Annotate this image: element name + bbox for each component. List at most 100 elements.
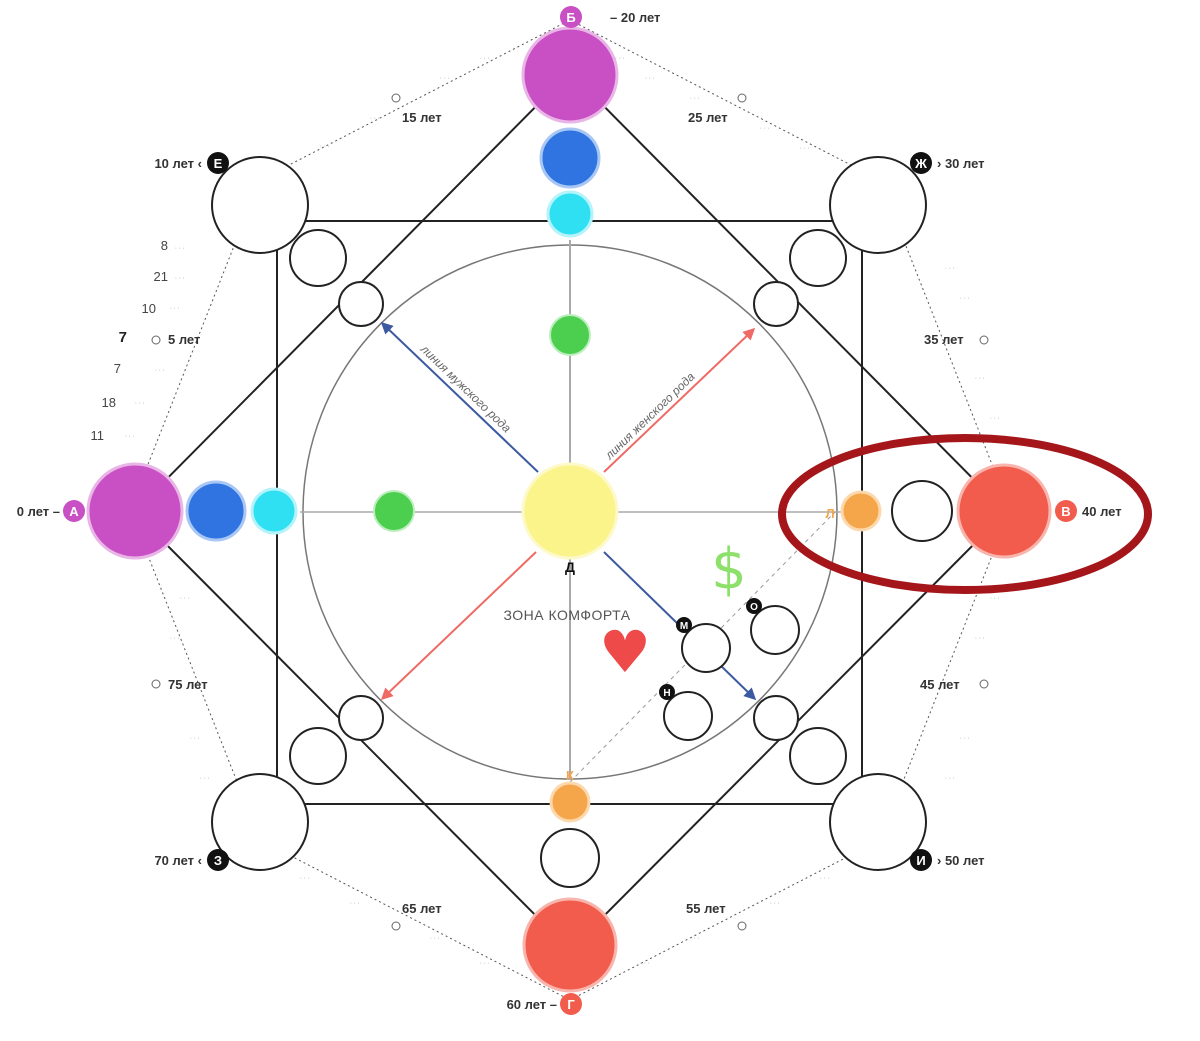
age-65: 65 лет [402, 901, 442, 916]
side-number-11: 11 [91, 428, 105, 443]
side-number-21: 21 [154, 269, 168, 284]
letter-z: З [214, 853, 222, 868]
age-35: 35 лет [924, 332, 964, 347]
bottom-white-circle [540, 828, 600, 888]
age-10: 10 лет ‹ [154, 156, 202, 171]
svg-text:∙ ∙ ∙: ∙ ∙ ∙ [820, 875, 830, 882]
corner-circles [211, 156, 927, 871]
letter-l: Л [825, 506, 834, 521]
svg-text:∙ ∙ ∙: ∙ ∙ ∙ [190, 735, 200, 742]
female-line-arrow [603, 327, 756, 473]
left-blue-circle [185, 480, 247, 542]
octagon-ticks: ∙ ∙ ∙ ∙ ∙ ∙ ∙ ∙ ∙ ∙ ∙ ∙ ∙ ∙ ∙ ∙ ∙ ∙ ∙ ∙ ∙ ∙ ∙… [125, 55, 1000, 967]
age-40: 40 лет [1082, 504, 1122, 519]
left-green-circle [373, 490, 415, 532]
svg-text:∙ ∙ ∙: ∙ ∙ ∙ [990, 595, 1000, 602]
age-markers [151, 93, 989, 931]
age-25: 25 лет [688, 110, 728, 125]
svg-text:∙ ∙ ∙: ∙ ∙ ∙ [320, 143, 330, 150]
svg-text:∙ ∙ ∙: ∙ ∙ ∙ [760, 125, 770, 132]
svg-text:∙ ∙ ∙: ∙ ∙ ∙ [170, 305, 180, 312]
letter-e: Е [214, 156, 223, 171]
inner-small-circles [663, 605, 800, 741]
letter-i: И [916, 853, 925, 868]
right-orange-circle [840, 490, 882, 532]
svg-text:∙ ∙ ∙: ∙ ∙ ∙ [690, 935, 700, 942]
letter-a: А [69, 504, 79, 519]
letter-v: В [1061, 504, 1070, 519]
svg-text:∙ ∙ ∙: ∙ ∙ ∙ [155, 367, 165, 374]
svg-text:∙ ∙ ∙: ∙ ∙ ∙ [180, 595, 190, 602]
point-a-circle [86, 462, 184, 560]
svg-text:∙ ∙ ∙: ∙ ∙ ∙ [440, 75, 450, 82]
svg-text:∙ ∙ ∙: ∙ ∙ ∙ [975, 375, 985, 382]
right-white-circle [891, 480, 953, 542]
svg-text:∙ ∙ ∙: ∙ ∙ ∙ [640, 960, 650, 967]
age-70: 70 лет ‹ [154, 853, 202, 868]
male-line-label: линия мужского рода [417, 341, 514, 435]
dollar-icon: $ [711, 537, 747, 602]
svg-text:∙ ∙ ∙: ∙ ∙ ∙ [770, 900, 780, 907]
letter-n: Н [663, 688, 670, 699]
svg-text:∙ ∙ ∙: ∙ ∙ ∙ [480, 960, 490, 967]
svg-text:∙ ∙ ∙: ∙ ∙ ∙ [945, 265, 955, 272]
age-60: 60 лет – [507, 997, 557, 1012]
letter-b: Б [566, 10, 575, 25]
letter-m: М [680, 621, 688, 632]
lower-left-arrow [380, 551, 537, 701]
bottom-orange-circle [549, 781, 591, 823]
svg-text:∙ ∙ ∙: ∙ ∙ ∙ [960, 735, 970, 742]
side-number-10: 10 [142, 301, 156, 316]
svg-text:∙ ∙ ∙: ∙ ∙ ∙ [370, 115, 380, 122]
age-30: › 30 лет [937, 156, 985, 171]
side-number-8: 8 [161, 238, 168, 253]
svg-text:∙ ∙ ∙: ∙ ∙ ∙ [200, 775, 210, 782]
comfort-zone-label: ЗОНА КОМФОРТА [503, 607, 630, 623]
dashed-money-line [569, 511, 836, 783]
letter-o: О [750, 602, 758, 613]
svg-text:∙ ∙ ∙: ∙ ∙ ∙ [945, 775, 955, 782]
svg-text:∙ ∙ ∙: ∙ ∙ ∙ [350, 900, 360, 907]
point-v-circle [956, 463, 1052, 559]
age-45: 45 лет [920, 677, 960, 692]
point-b-circle [521, 26, 619, 124]
age-55: 55 лет [686, 901, 726, 916]
top-blue-circle [539, 127, 601, 189]
svg-text:∙ ∙ ∙: ∙ ∙ ∙ [800, 145, 810, 152]
female-line-label: линия женского рода [602, 369, 698, 463]
age-75: 75 лет [168, 677, 208, 692]
top-green-circle [549, 314, 591, 356]
letter-g: Г [567, 997, 575, 1012]
heart-icon: ♥ [599, 618, 651, 686]
male-line-arrow [380, 321, 539, 473]
svg-text:∙ ∙ ∙: ∙ ∙ ∙ [975, 635, 985, 642]
center-circle [521, 462, 619, 560]
svg-text:∙ ∙ ∙: ∙ ∙ ∙ [960, 295, 970, 302]
point-g-circle [522, 897, 618, 993]
age-20: – 20 лет [610, 10, 660, 25]
age-50: › 50 лет [937, 853, 985, 868]
letter-d: Д [565, 559, 575, 575]
age-0: 0 лет – [17, 504, 60, 519]
svg-text:∙ ∙ ∙: ∙ ∙ ∙ [175, 245, 185, 252]
age-15: 15 лет [402, 110, 442, 125]
side-number-18: 18 [102, 395, 116, 410]
svg-text:∙ ∙ ∙: ∙ ∙ ∙ [300, 875, 310, 882]
svg-text:∙ ∙ ∙: ∙ ∙ ∙ [615, 55, 625, 62]
side-number-7-bold: 7 [119, 329, 127, 346]
svg-text:∙ ∙ ∙: ∙ ∙ ∙ [170, 635, 180, 642]
inner-letter-badges: М О Н [659, 598, 762, 700]
svg-text:∙ ∙ ∙: ∙ ∙ ∙ [430, 935, 440, 942]
svg-text:∙ ∙ ∙: ∙ ∙ ∙ [990, 415, 1000, 422]
age-5: 5 лет [168, 332, 200, 347]
left-cyan-circle [250, 487, 298, 535]
main-point-badges: Б А В Г Е Ж З И [63, 6, 1077, 1015]
svg-text:∙ ∙ ∙: ∙ ∙ ∙ [135, 400, 145, 407]
letter-k: К [566, 768, 574, 783]
svg-text:∙ ∙ ∙: ∙ ∙ ∙ [480, 55, 490, 62]
svg-text:∙ ∙ ∙: ∙ ∙ ∙ [645, 75, 655, 82]
side-number-7: 7 [114, 361, 121, 376]
highlight-ellipse [778, 434, 1152, 594]
